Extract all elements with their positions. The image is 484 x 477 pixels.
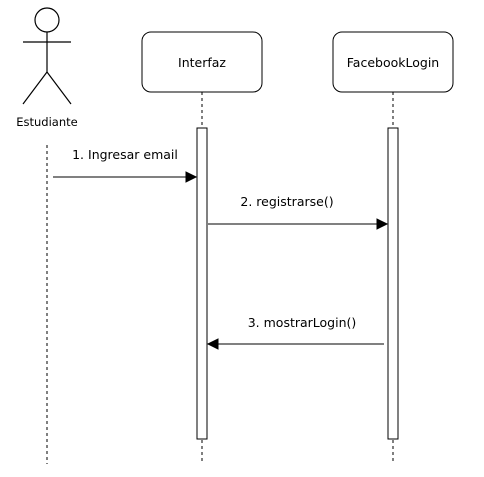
message-2: 2. registrarse() xyxy=(208,194,389,230)
actor-stick-figure-icon xyxy=(22,7,72,105)
message-2-label: 2. registrarse() xyxy=(240,194,333,209)
participant-facebooklogin: FacebookLogin xyxy=(332,31,454,464)
message-1-arrowhead-icon xyxy=(185,171,198,183)
message-1: 1. Ingresar email xyxy=(53,147,198,183)
participant-facebooklogin-label: FacebookLogin xyxy=(347,55,439,70)
participant-interfaz-label: Interfaz xyxy=(178,55,226,70)
message-3: 3. mostrarLogin() xyxy=(206,315,384,350)
message-3-label: 3. mostrarLogin() xyxy=(248,315,357,330)
message-3-arrowhead-icon xyxy=(206,338,219,350)
actor-label: Estudiante xyxy=(16,115,77,129)
message-2-arrowhead-icon xyxy=(376,218,389,230)
participant-interfaz-activation xyxy=(196,127,208,440)
participant-facebooklogin-activation xyxy=(387,127,399,440)
participant-interfaz: Interfaz xyxy=(141,31,263,464)
message-1-label: 1. Ingresar email xyxy=(72,147,178,162)
actor-estudiante: Estudiante xyxy=(16,7,78,464)
